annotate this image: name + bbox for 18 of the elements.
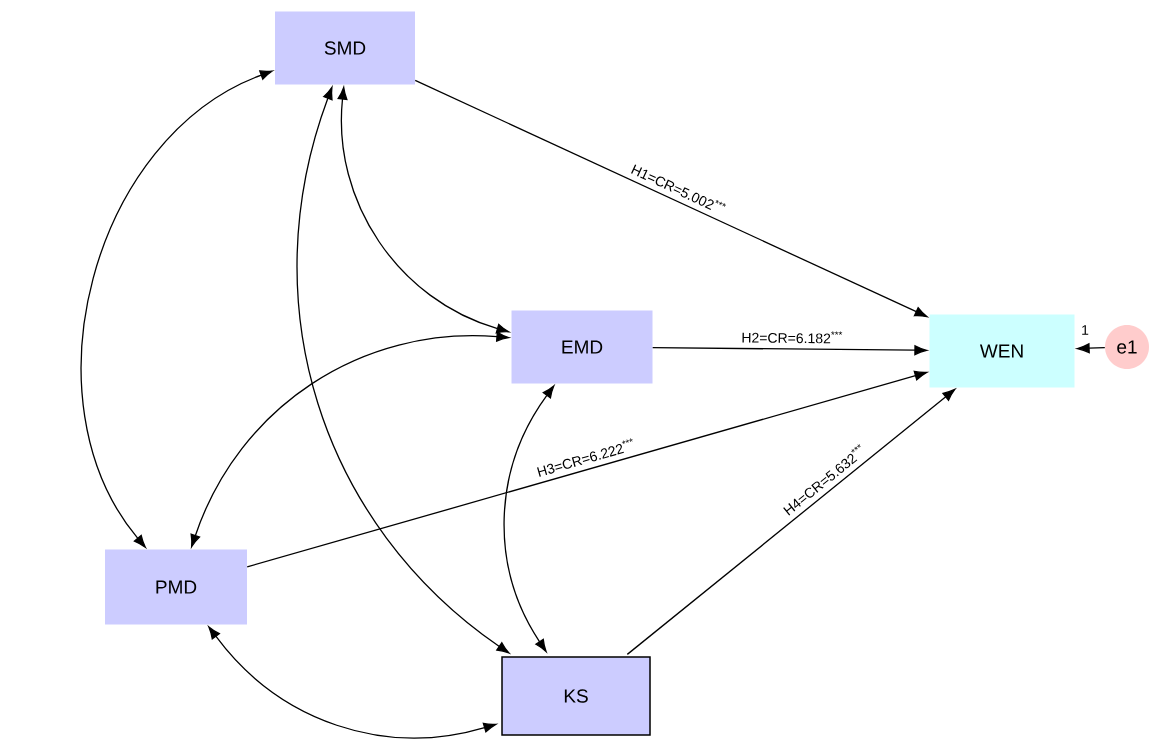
double-headed-arc	[296, 86, 510, 654]
double-headed-arc	[80, 70, 273, 548]
arrow	[652, 345, 928, 356]
edge-label: H2=CR=6.182$^{***}$	[740, 329, 844, 345]
arrow	[414, 79, 928, 318]
variable-box: KS	[501, 656, 651, 736]
double-headed-arc	[337, 86, 510, 334]
variable-box: EMD	[511, 310, 653, 384]
edge-label: 1	[1080, 324, 1090, 336]
arrow	[1076, 343, 1106, 354]
variable-box: SMD	[275, 11, 415, 85]
arrow	[626, 388, 956, 655]
double-headed-arc	[208, 626, 497, 739]
double-headed-arc	[190, 331, 510, 548]
double-headed-arc	[503, 385, 555, 653]
arrow	[246, 370, 928, 568]
variable-box: WEN	[929, 314, 1075, 388]
variable-box: PMD	[105, 549, 247, 625]
